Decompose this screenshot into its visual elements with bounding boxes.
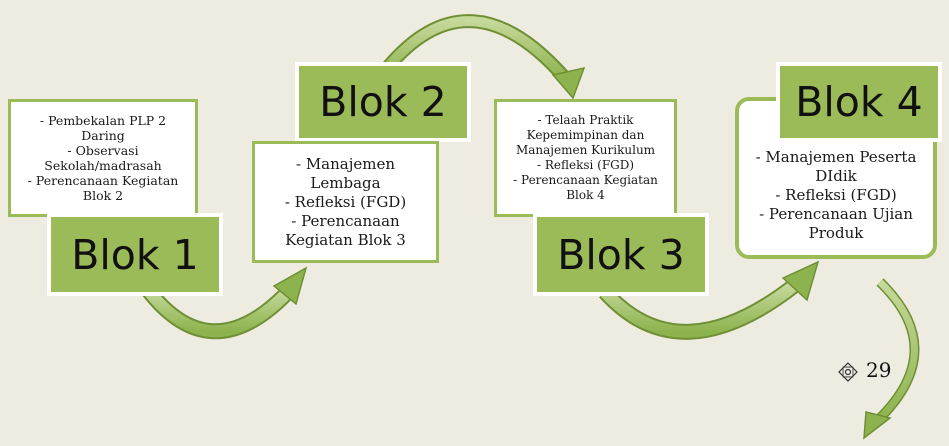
- blok4-item: DIdik: [815, 166, 857, 185]
- blok4-label: Blok 4: [776, 62, 942, 142]
- blok4-item: - Perencanaan Ujian: [759, 204, 913, 223]
- blok2-item: Lembaga: [310, 173, 381, 192]
- blok2-item: - Manajemen: [295, 154, 396, 173]
- page-ornament-icon: [838, 362, 858, 382]
- blok3-item: Manajemen Kurikulum: [515, 143, 656, 157]
- blok3-item: Blok 4: [566, 188, 605, 202]
- blok1-item: - Perencanaan Kegiatan: [27, 173, 179, 188]
- arrow-blok2-to-blok3: [382, 14, 586, 100]
- page-number: 29: [866, 358, 892, 382]
- blok4-item: Produk: [808, 223, 864, 242]
- arrow-blok4-to-next: [863, 278, 920, 440]
- blok1-item: Blok 2: [82, 188, 124, 203]
- blok3-item: - Telaah Praktik: [537, 113, 634, 127]
- blok1-label: Blok 1: [47, 213, 223, 296]
- blok3-item: - Perencanaan Kegiatan: [513, 173, 658, 187]
- blok1-item: - Pembekalan PLP 2: [39, 113, 167, 128]
- blok4-item: - Manajemen Peserta: [755, 147, 917, 166]
- blok3-item: - Refleksi (FGD): [536, 158, 635, 172]
- arrow-blok3-to-blok4: [599, 260, 820, 340]
- blok3-item: Kepemimpinan dan: [526, 128, 645, 142]
- blok2-item: Kegiatan Blok 3: [285, 230, 406, 249]
- blok2-item: - Refleksi (FGD): [284, 192, 407, 211]
- blok1-textbox: - Pembekalan PLP 2 Daring - Observasi Se…: [8, 99, 198, 217]
- blok1-item: Sekolah/madrasah: [44, 158, 162, 173]
- blok1-item: - Observasi: [67, 143, 139, 158]
- blok1-item: Daring: [81, 128, 125, 143]
- blok2-textbox: - Manajemen Lembaga - Refleksi (FGD) - P…: [252, 141, 439, 263]
- blok2-item: - Perencanaan: [291, 211, 400, 230]
- blok4-item: - Refleksi (FGD): [775, 185, 897, 204]
- blok2-label: Blok 2: [295, 62, 471, 142]
- blok3-textbox: - Telaah Praktik Kepemimpinan dan Manaje…: [494, 99, 677, 217]
- arrow-blok1-to-blok2: [141, 266, 308, 340]
- blok3-label: Blok 3: [533, 213, 709, 296]
